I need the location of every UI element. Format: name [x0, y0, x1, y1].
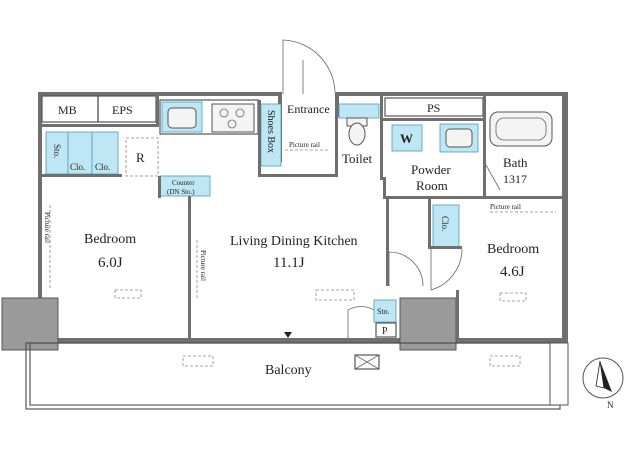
north-label: N	[607, 400, 614, 410]
mb-label: MB	[58, 103, 77, 117]
clo-left-label-1: Clo.	[70, 162, 85, 172]
sto-left-label: Sto.	[52, 144, 62, 158]
bedroom-right-label: Bedroom	[487, 242, 539, 257]
clo-right-label: Clo.	[440, 216, 450, 231]
powder-room-label-2: Room	[416, 178, 448, 193]
fridge-label: R	[136, 150, 145, 165]
bath-label: Bath	[503, 155, 528, 170]
bedroom-right-size: 4.6J	[500, 264, 525, 280]
balcony	[25, 342, 569, 410]
counter-label-2: (DN Sto.)	[167, 188, 195, 196]
powder-room-label-1: Powder	[411, 162, 451, 177]
left-closets: Sto. Clo. Clo. R	[42, 131, 159, 177]
p-box	[375, 322, 397, 338]
picture-rail-right: Picture rail	[490, 203, 521, 211]
right-bedroom: Clo. Picture rail	[428, 199, 556, 338]
ps-label: PS	[427, 101, 440, 115]
ldk-label: Living Dining Kitchen	[230, 234, 358, 249]
ldk-size: 11.1J	[273, 255, 305, 271]
aircon-left	[114, 289, 142, 299]
p-box-label: P	[382, 326, 388, 337]
bathroom: Bath 1317	[483, 96, 563, 199]
clo-left-label-2: Clo.	[95, 162, 110, 172]
eps-label: EPS	[112, 103, 133, 117]
toilet-room: Toilet	[335, 96, 383, 180]
balcony-label: Balcony	[265, 363, 312, 378]
bedroom-left-label: Bedroom	[84, 232, 136, 247]
aircon-ldk	[315, 289, 355, 301]
toilet-label: Toilet	[342, 151, 373, 166]
bedroom-left-size: 6.0J	[98, 255, 123, 271]
column-left	[1, 297, 59, 351]
entrance-door	[282, 39, 336, 94]
picture-rail-center: Picture rail	[199, 250, 207, 281]
north-arrow-icon	[582, 357, 624, 399]
picture-rail-entrance: Picture rail	[289, 141, 320, 149]
aircon-right	[499, 292, 527, 302]
floor-marker	[284, 332, 292, 338]
sto-small-label: Sto.	[377, 307, 390, 316]
picture-rail-left: Picture rail	[43, 212, 51, 243]
kitchen-counter	[159, 99, 259, 135]
column-right	[399, 297, 457, 351]
counter-label-1: Counter	[172, 179, 195, 187]
entrance-label: Entrance	[287, 102, 330, 116]
bath-size: 1317	[503, 172, 527, 186]
powder-room: W Powder Room	[383, 118, 483, 199]
exterior-walls	[38, 90, 568, 348]
shoes-box-label: Shoes Box	[265, 110, 276, 153]
washer-label: W	[400, 131, 413, 146]
sto-small	[373, 299, 397, 323]
